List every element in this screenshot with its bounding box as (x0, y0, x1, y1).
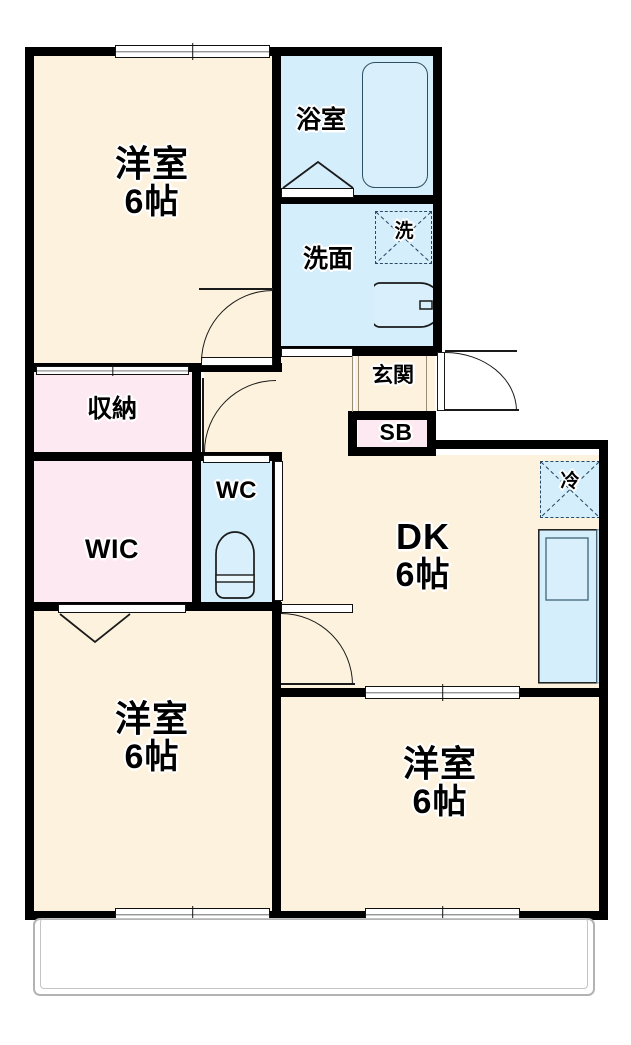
bedroom-sw-door-leaf-line (281, 683, 355, 685)
exterior-wall-right-lower (599, 440, 608, 920)
wic-door-opening[interactable] (58, 604, 186, 613)
washer-space-box (375, 211, 432, 264)
exterior-wall-bottom (25, 911, 608, 920)
exterior-wall-left (25, 47, 34, 920)
shoe-box-wall-left (348, 411, 357, 456)
bathtub-fixture (362, 62, 428, 188)
sliding-door-bedroom-south-east-top[interactable] (365, 686, 520, 699)
window-bedroom-north-west[interactable] (115, 45, 270, 58)
entrance-wall-right-pillar (427, 411, 436, 456)
shoe-box-wall-bottom (348, 447, 436, 456)
interior-wall-washroom-bottom (272, 346, 442, 355)
exterior-wall-step-horizontal (433, 440, 608, 449)
front-door-swing-arc (445, 352, 517, 411)
entrance-step-line-right (426, 356, 428, 411)
room-floor-closet (32, 372, 192, 452)
bedroom-sw-door-opening[interactable] (281, 604, 353, 613)
bedroom-nw-door-leaf-line (199, 288, 273, 290)
dk-hallway-opening[interactable] (274, 461, 283, 601)
room-floor-bedroom-south-east (281, 697, 608, 919)
interior-wall-closet-wic (25, 452, 282, 461)
washroom-door-opening[interactable] (281, 348, 353, 357)
interior-wall-bath-washroom (272, 195, 442, 204)
fridge-space-box (540, 461, 600, 518)
room-floor-entrance (355, 355, 435, 411)
balcony-outline (33, 918, 595, 996)
front-door-threshold-line (445, 409, 519, 411)
interior-wall-wic-right (192, 452, 201, 611)
interior-wall-bedroom-sw-right (272, 611, 281, 920)
hallway-step-line (352, 356, 354, 412)
kitchen-counter-fixture (538, 529, 606, 684)
entrance-step-line (358, 356, 360, 411)
wash-basin-fixture (371, 275, 443, 335)
front-door-leaf[interactable] (437, 352, 445, 411)
washroom-door-leaf-line (202, 378, 204, 452)
balcony-inner-outline (40, 918, 588, 989)
interior-wall-bedroom-nw-right (272, 47, 281, 363)
bathroom-door-opening[interactable] (281, 188, 354, 198)
room-floor-shoe-box (358, 419, 436, 449)
room-floor-walk-in-closet (32, 461, 192, 602)
entrance-wall-bottom (348, 411, 436, 420)
wic-folding-door-marker (58, 612, 132, 644)
wc-door-opening[interactable] (203, 455, 270, 463)
room-floor-bedroom-south-west (32, 611, 272, 919)
toilet-bowl-fixture (212, 530, 258, 602)
front-door-swing-top-line (445, 350, 517, 352)
bathroom-folding-door-marker (281, 160, 355, 190)
interior-wall-closet-right (192, 363, 201, 461)
closet-door-opening[interactable] (36, 365, 189, 376)
